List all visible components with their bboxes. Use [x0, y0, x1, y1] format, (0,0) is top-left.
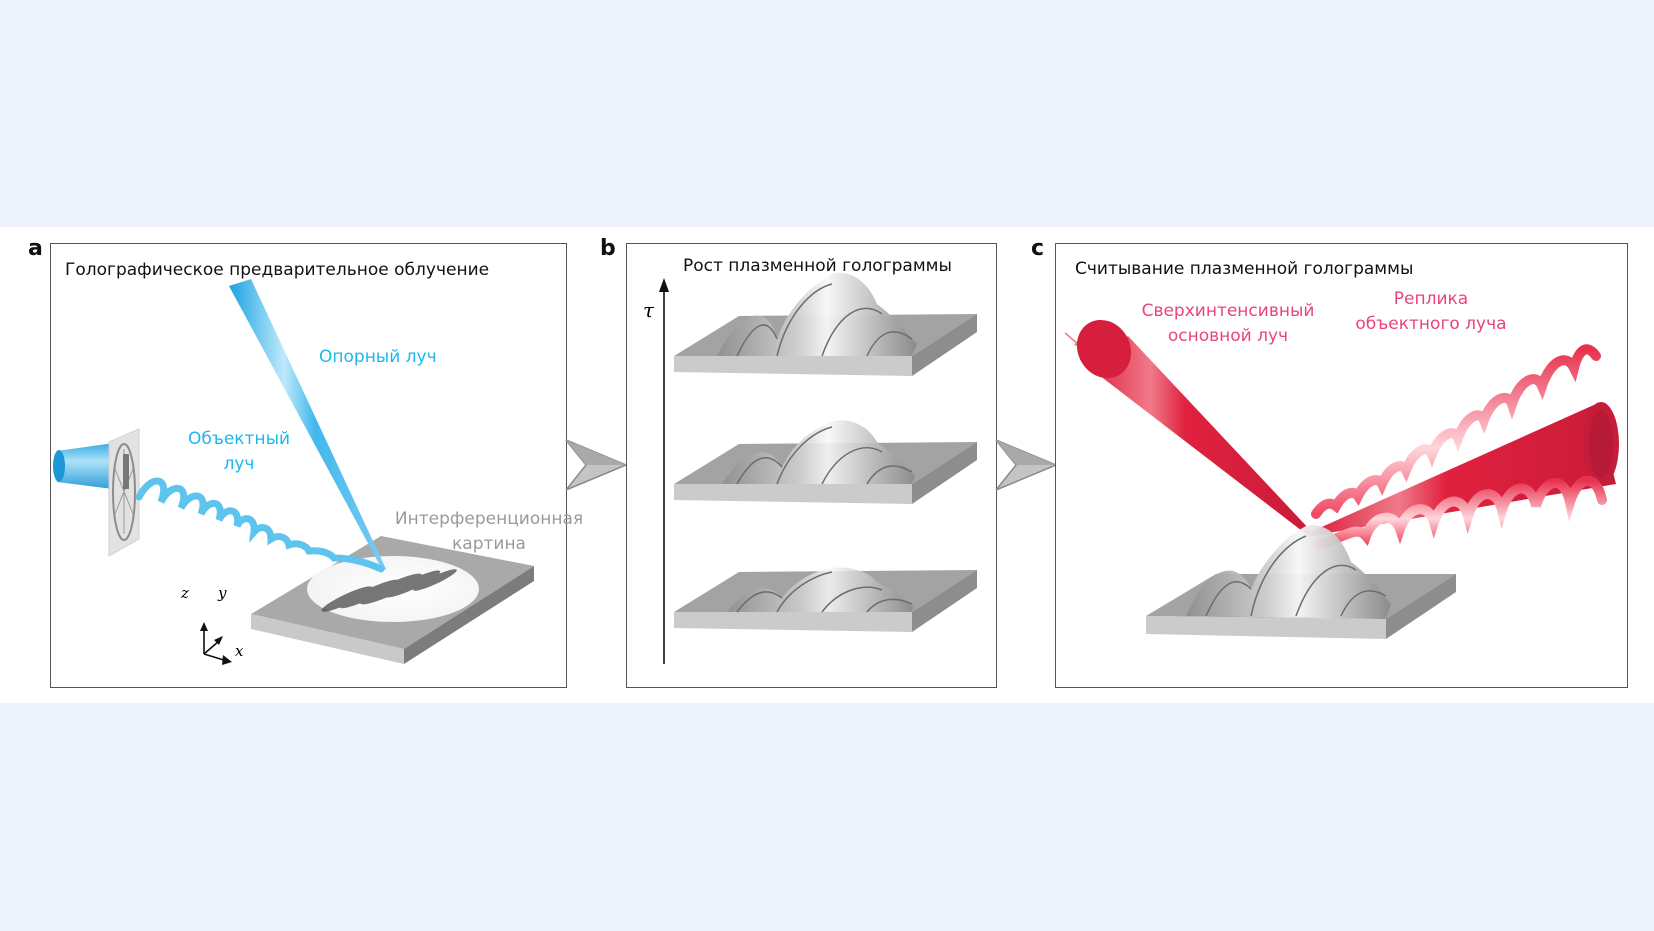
- panel-b-title: Рост плазменной голограммы: [683, 256, 952, 276]
- object-beam-helix: [135, 477, 385, 573]
- step-arrow-b-to-c: [995, 439, 1058, 491]
- driver-beam-label: Сверхинтенсивный основной луч: [1128, 299, 1328, 349]
- panel-b-label: b: [600, 236, 616, 261]
- panel-c: Считывание плазменной голограммы: [1055, 243, 1628, 688]
- object-beam-label-line2: луч: [223, 454, 255, 474]
- interference-label-line2: картина: [452, 534, 526, 554]
- time-axis-label: τ: [643, 298, 655, 322]
- hologram-stage-2: [674, 420, 977, 504]
- interference-label-line1: Интерференционная: [394, 509, 584, 529]
- xyz-axes-icon: [200, 622, 232, 665]
- panel-b: Рост плазменной голограммы τ: [626, 243, 997, 688]
- panel-c-title: Считывание плазменной голограммы: [1075, 259, 1414, 279]
- replica-beam-label-line2: объектного луча: [1355, 314, 1507, 334]
- panel-a-title: Голографическое предварительное облучени…: [65, 260, 490, 280]
- panel-c-illustration: [1064, 319, 1619, 639]
- step-arrow-a-to-b: [565, 439, 628, 491]
- plasma-hologram-surface: [1146, 525, 1456, 639]
- driver-beam: [1076, 319, 1311, 534]
- interference-pattern: [307, 556, 479, 622]
- axis-y-label: y: [218, 584, 227, 602]
- axis-z-label: z: [181, 584, 189, 602]
- spatial-light-modulator: [108, 428, 140, 557]
- replica-helix-lower: [1313, 475, 1607, 549]
- panel-a-label: a: [28, 236, 43, 261]
- axis-x-label: x: [235, 642, 244, 660]
- reconstructed-beam: [1306, 402, 1619, 536]
- interference-pattern-label: Интерференционная картина: [387, 507, 591, 557]
- reference-beam: [229, 279, 386, 571]
- driver-beam-label-line1: Сверхинтенсивный: [1141, 301, 1315, 321]
- replica-helix-upper: [1311, 344, 1601, 519]
- replica-beam-label: Реплика объектного луча: [1346, 287, 1516, 337]
- panel-a: Голографическое предварительное облучени…: [50, 243, 583, 688]
- replica-beam-label-line1: Реплика: [1393, 289, 1469, 309]
- object-beam-source: [53, 442, 121, 490]
- object-beam-label: Объектный луч: [179, 427, 299, 477]
- object-beam-label-line1: Объектный: [187, 429, 291, 449]
- hologram-stage-3: [674, 272, 977, 376]
- reference-beam-label: Опорный луч: [319, 347, 437, 367]
- panel-c-label: c: [1031, 236, 1045, 261]
- panel-b-illustration: [659, 272, 977, 664]
- hologram-stage-1: [674, 567, 977, 632]
- driver-beam-label-line2: основной луч: [1167, 326, 1289, 346]
- time-axis-arrow: [659, 278, 669, 664]
- panel-a-illustration: [53, 279, 534, 665]
